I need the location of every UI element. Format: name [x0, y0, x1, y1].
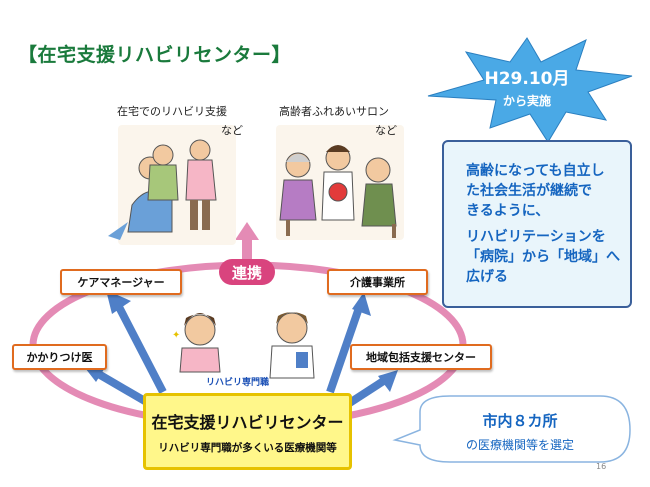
blue-arrows: [82, 290, 398, 408]
renkei-label: 連携: [219, 259, 275, 285]
purpose-line: 高齢になっても自立し: [466, 163, 605, 179]
home-rehab-illustration: [108, 125, 236, 245]
center-box: 在宅支援リハビリセンター リハビリ専門職が多くいる医療機関等: [143, 393, 352, 470]
announcement-star: [427, 37, 633, 143]
center-title: 在宅支援リハビリセンター: [151, 413, 344, 432]
purpose-line: た社会生活が継続で: [466, 183, 592, 199]
rehab-staff-label: リハビリ専門職: [206, 378, 270, 388]
chiiki-box: 地域包括支援センター: [350, 344, 492, 370]
svg-text:✦: ✦: [172, 330, 180, 341]
renkei-up-arrow: [235, 222, 259, 260]
home-rehab-nado: など: [221, 124, 243, 137]
purpose-line: 「病院」から「地域」へ: [466, 249, 620, 265]
care-manager-box: ケアマネージャー: [60, 269, 182, 295]
arrow-to-chiiki: [345, 370, 398, 408]
purpose-line: 広げる: [466, 269, 508, 285]
kaigo-box: 介護事業所: [327, 269, 428, 295]
arrow-to-kaigo: [326, 292, 371, 394]
center-subtitle: リハビリ専門職が多くいる医療機関等: [158, 442, 337, 454]
salon-nado: など: [375, 124, 397, 137]
rehab-staff-male-illustration: [269, 312, 315, 379]
start-label: から実施: [502, 94, 551, 108]
elderly-salon-illustration: [276, 125, 404, 240]
kakaritsuke-box: かかりつけ医: [12, 344, 107, 370]
arrow-to-care-manager: [106, 290, 167, 394]
start-date: H29.10月: [484, 69, 570, 89]
home-rehab-caption: 在宅でのリハビリ支援: [117, 105, 227, 118]
purpose-line: きるように、: [466, 203, 550, 219]
bubble-desc: の医療機関等を選定: [465, 438, 574, 452]
rehab-staff-female-illustration: ✦: [172, 313, 221, 373]
bubble-count: 市内８カ所: [482, 412, 558, 430]
purpose-box: 高齢になっても自立し た社会生活が継続で きるように、 リハビリテーションを 「…: [442, 140, 632, 308]
purpose-line: リハビリテーションを: [466, 229, 606, 245]
page-number: 16: [596, 462, 607, 471]
salon-caption: 高齢者ふれあいサロン: [279, 105, 389, 118]
speech-bubble: [392, 395, 631, 463]
page-title: 【在宅支援リハビリセンター】: [18, 44, 292, 66]
